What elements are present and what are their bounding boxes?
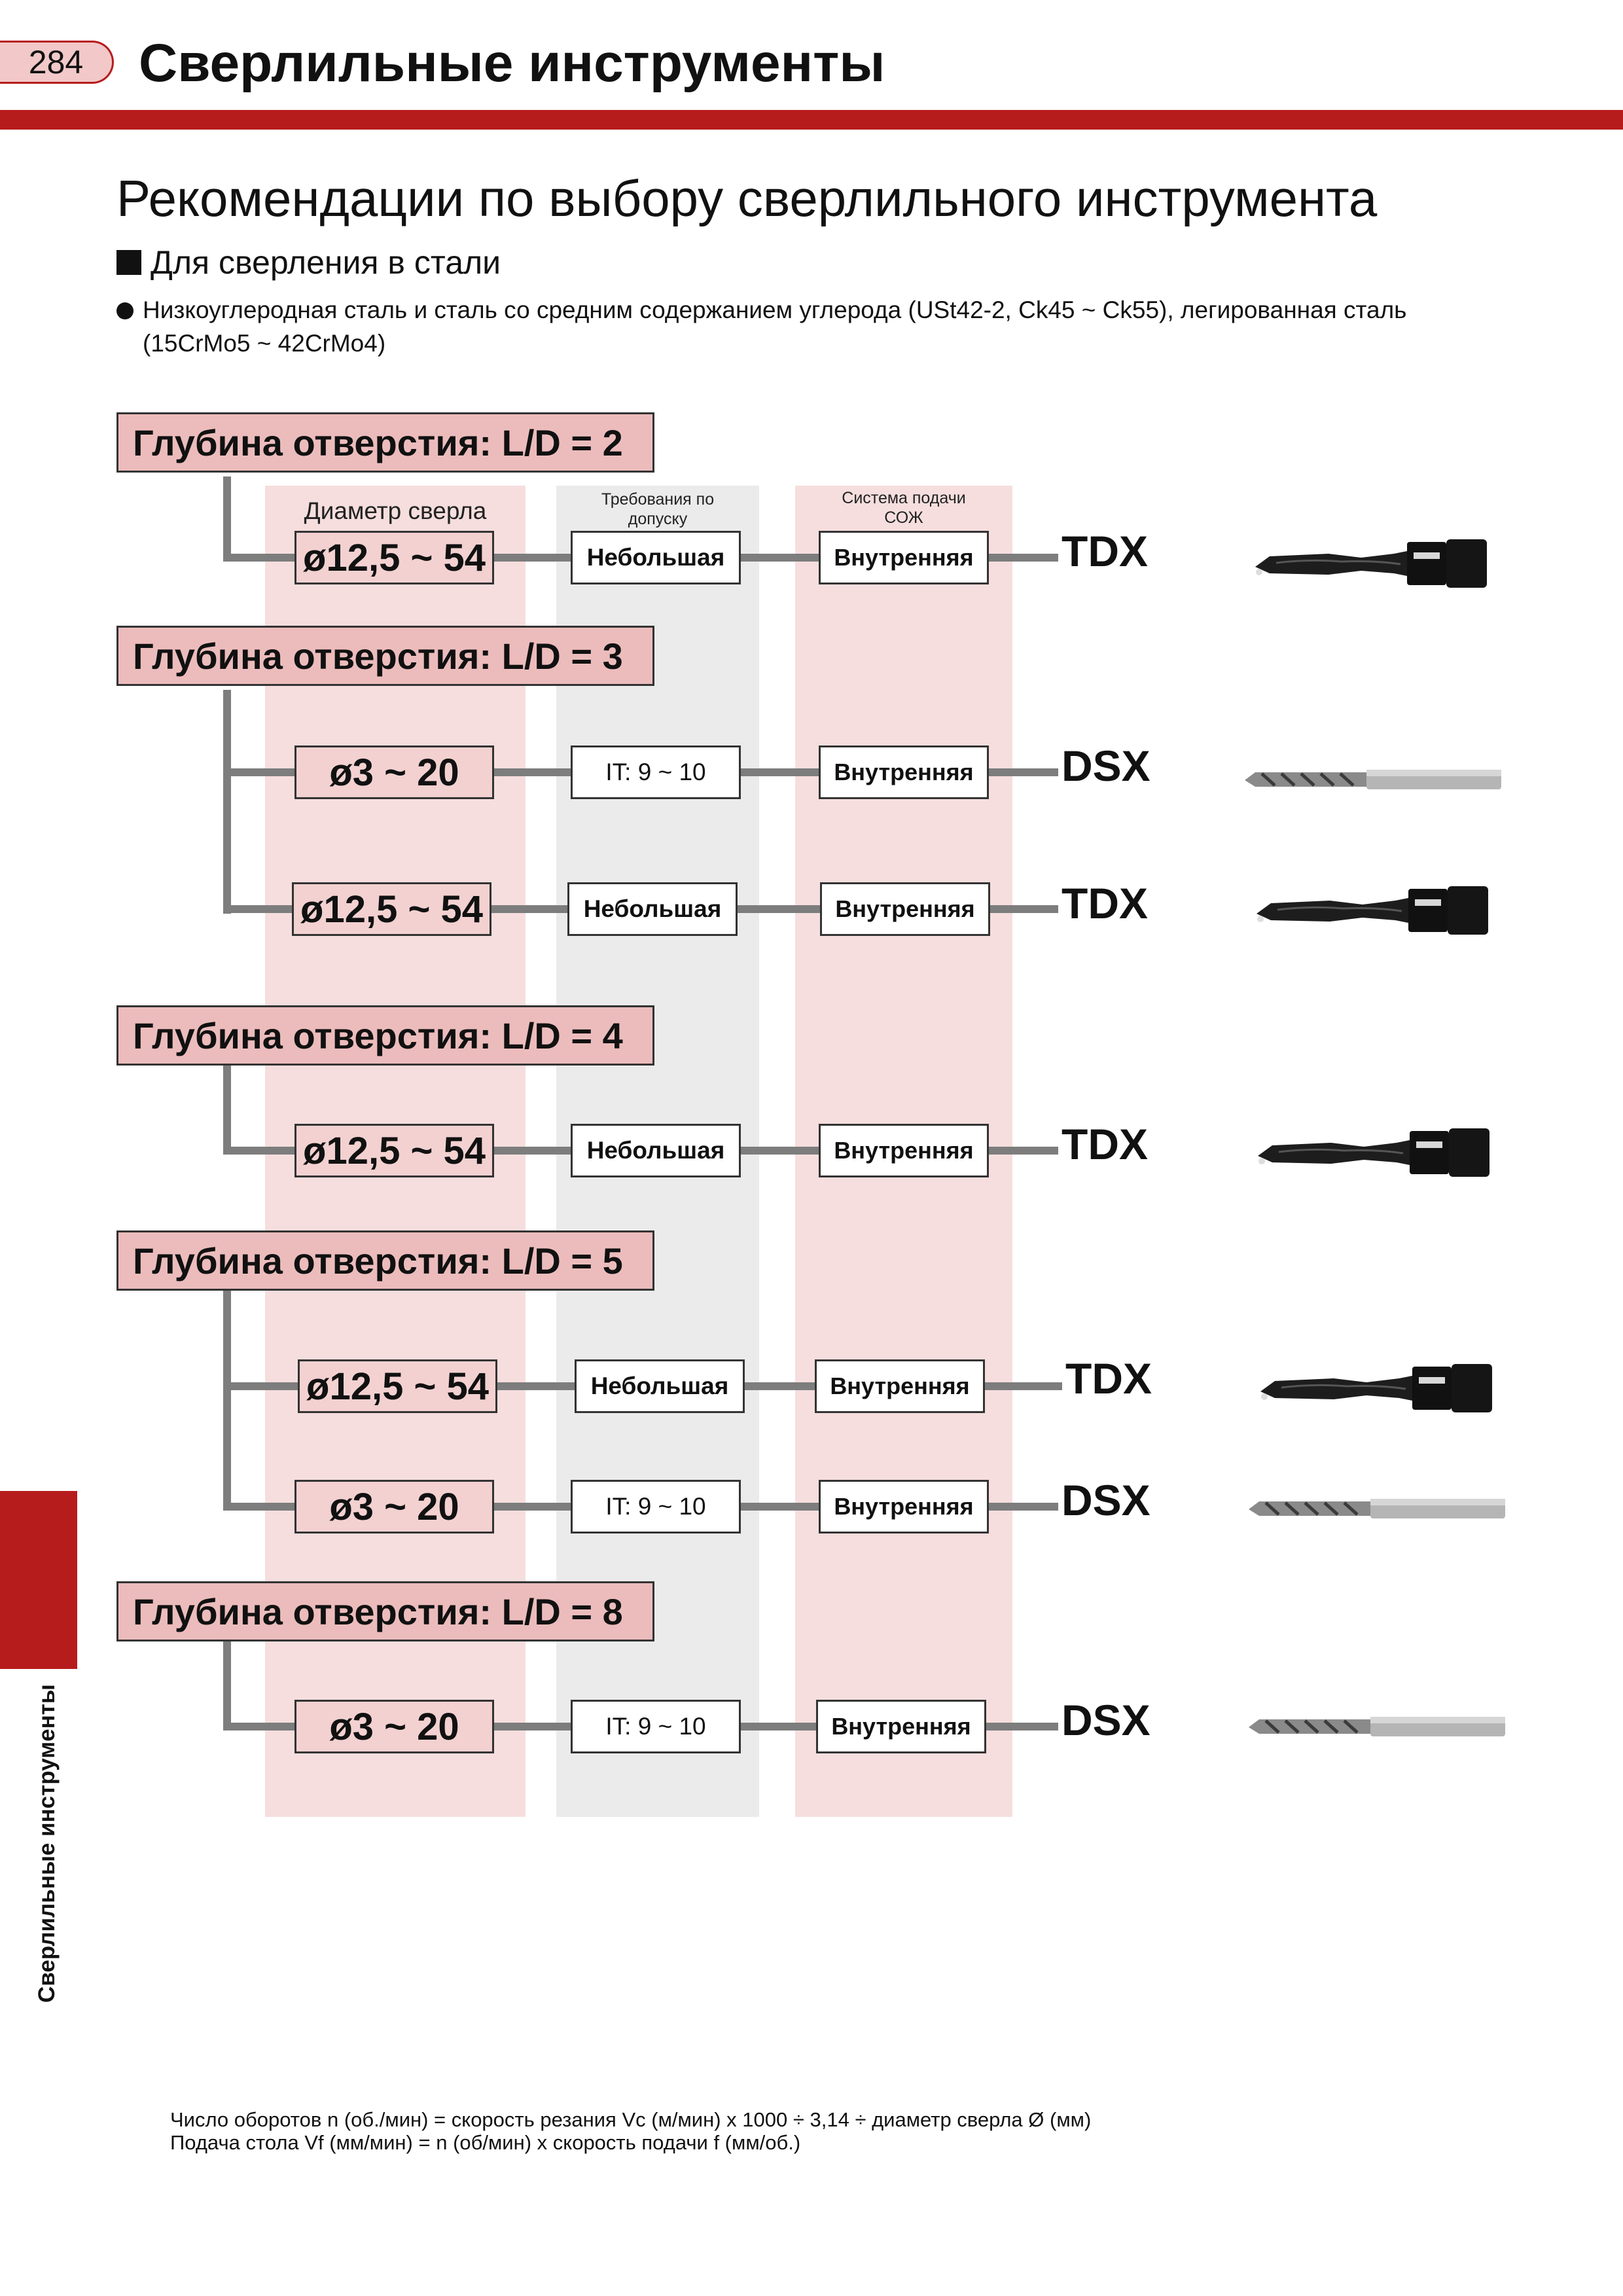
coolant-column-header: Система подачи СОЖ bbox=[795, 488, 1012, 528]
dsx-drill-image bbox=[1245, 770, 1501, 789]
diameter-cell: ø3 ~ 20 bbox=[294, 1700, 494, 1753]
coolant-cell: Внутренняя bbox=[820, 882, 990, 936]
diameter-column-header: Диаметр сверла bbox=[304, 497, 487, 524]
coolant-cell: Внутренняя bbox=[819, 745, 989, 799]
coolant-header-line-1: Система подачи bbox=[842, 489, 966, 507]
section-heading: Для сверления в стали bbox=[116, 243, 501, 281]
tolerance-cell: IT: 9 ~ 10 bbox=[571, 1700, 741, 1753]
tolerance-cell: Небольшая bbox=[575, 1359, 745, 1413]
diameter-cell: ø3 ~ 20 bbox=[294, 1480, 494, 1534]
tolerance-cell: Небольшая bbox=[571, 1124, 741, 1177]
tdx-drill-image bbox=[1260, 1364, 1492, 1412]
header-bar bbox=[0, 110, 1623, 130]
tool-label: TDX bbox=[1061, 1120, 1148, 1168]
square-bullet-icon bbox=[116, 250, 141, 275]
tool-label: DSX bbox=[1061, 1476, 1150, 1524]
tolerance-cell: Небольшая bbox=[567, 882, 738, 936]
coolant-cell: Внутренняя bbox=[816, 1700, 986, 1753]
bullet-line-1: Низкоуглеродная сталь и сталь со средним… bbox=[143, 296, 1407, 323]
connector-vertical bbox=[223, 1066, 231, 1155]
round-bullet-icon bbox=[116, 302, 134, 319]
connector-vertical bbox=[223, 1291, 231, 1511]
dsx-drill-image bbox=[1249, 1499, 1505, 1518]
diameter-cell: ø12,5 ~ 54 bbox=[292, 882, 491, 936]
formulas: Число оборотов n (об./мин) = скорость ре… bbox=[170, 2108, 1092, 2154]
tolerance-cell: Небольшая bbox=[571, 531, 741, 584]
tolerance-header-line-2: допуску bbox=[628, 510, 688, 528]
connector-vertical bbox=[223, 690, 231, 914]
depth-header-ld5: Глубина отверстия: L/D = 5 bbox=[116, 1230, 654, 1291]
page-title: Рекомендации по выбору сверлильного инст… bbox=[116, 170, 1378, 227]
tolerance-cell: IT: 9 ~ 10 bbox=[571, 745, 741, 799]
coolant-cell: Внутренняя bbox=[819, 1124, 989, 1177]
diameter-cell: ø12,5 ~ 54 bbox=[298, 1359, 497, 1413]
coolant-header-line-2: СОЖ bbox=[884, 509, 923, 527]
bullet-line-2: (15CrMo5 ~ 42CrMo4) bbox=[143, 330, 386, 357]
dsx-drill-image bbox=[1249, 1717, 1505, 1736]
coolant-cell: Внутренняя bbox=[819, 531, 989, 584]
side-tab bbox=[0, 1491, 77, 1669]
depth-header-ld8: Глубина отверстия: L/D = 8 bbox=[116, 1581, 654, 1641]
tool-label: DSX bbox=[1061, 742, 1150, 790]
section-heading-text: Для сверления в стали bbox=[151, 244, 501, 281]
coolant-cell: Внутренняя bbox=[815, 1359, 985, 1413]
diameter-cell: ø12,5 ~ 54 bbox=[294, 531, 494, 584]
formula-line-2: Подача стола Vf (мм/мин) = n (об/мин) x … bbox=[170, 2130, 801, 2154]
tool-label: TDX bbox=[1061, 879, 1148, 927]
depth-header-ld2: Глубина отверстия: L/D = 2 bbox=[116, 412, 654, 473]
bullet-paragraph: Низкоуглеродная сталь и сталь со средним… bbox=[116, 293, 1524, 360]
depth-header-ld4: Глубина отверстия: L/D = 4 bbox=[116, 1005, 654, 1066]
tolerance-cell: IT: 9 ~ 10 bbox=[571, 1480, 741, 1534]
formula-line-1: Число оборотов n (об./мин) = скорость ре… bbox=[170, 2108, 1092, 2131]
diameter-cell: ø12,5 ~ 54 bbox=[294, 1124, 494, 1177]
tdx-drill-image bbox=[1258, 1128, 1489, 1177]
tdx-drill-image bbox=[1255, 539, 1487, 588]
tolerance-column-header: Требования по допуску bbox=[556, 490, 759, 529]
connector-vertical bbox=[223, 476, 231, 562]
tolerance-header-line-1: Требования по bbox=[601, 490, 715, 509]
tool-label: DSX bbox=[1061, 1696, 1150, 1744]
header-title: Сверлильные инструменты bbox=[139, 33, 885, 93]
tool-label: TDX bbox=[1061, 527, 1148, 575]
tool-label: TDX bbox=[1065, 1354, 1152, 1403]
depth-header-ld3: Глубина отверстия: L/D = 3 bbox=[116, 626, 654, 686]
connector-vertical bbox=[223, 1641, 231, 1731]
side-label: Сверлильные инструменты bbox=[34, 1684, 60, 2003]
coolant-cell: Внутренняя bbox=[819, 1480, 989, 1534]
page-number: 284 bbox=[0, 41, 114, 84]
diameter-cell: ø3 ~ 20 bbox=[294, 745, 494, 799]
tdx-drill-image bbox=[1257, 886, 1488, 935]
